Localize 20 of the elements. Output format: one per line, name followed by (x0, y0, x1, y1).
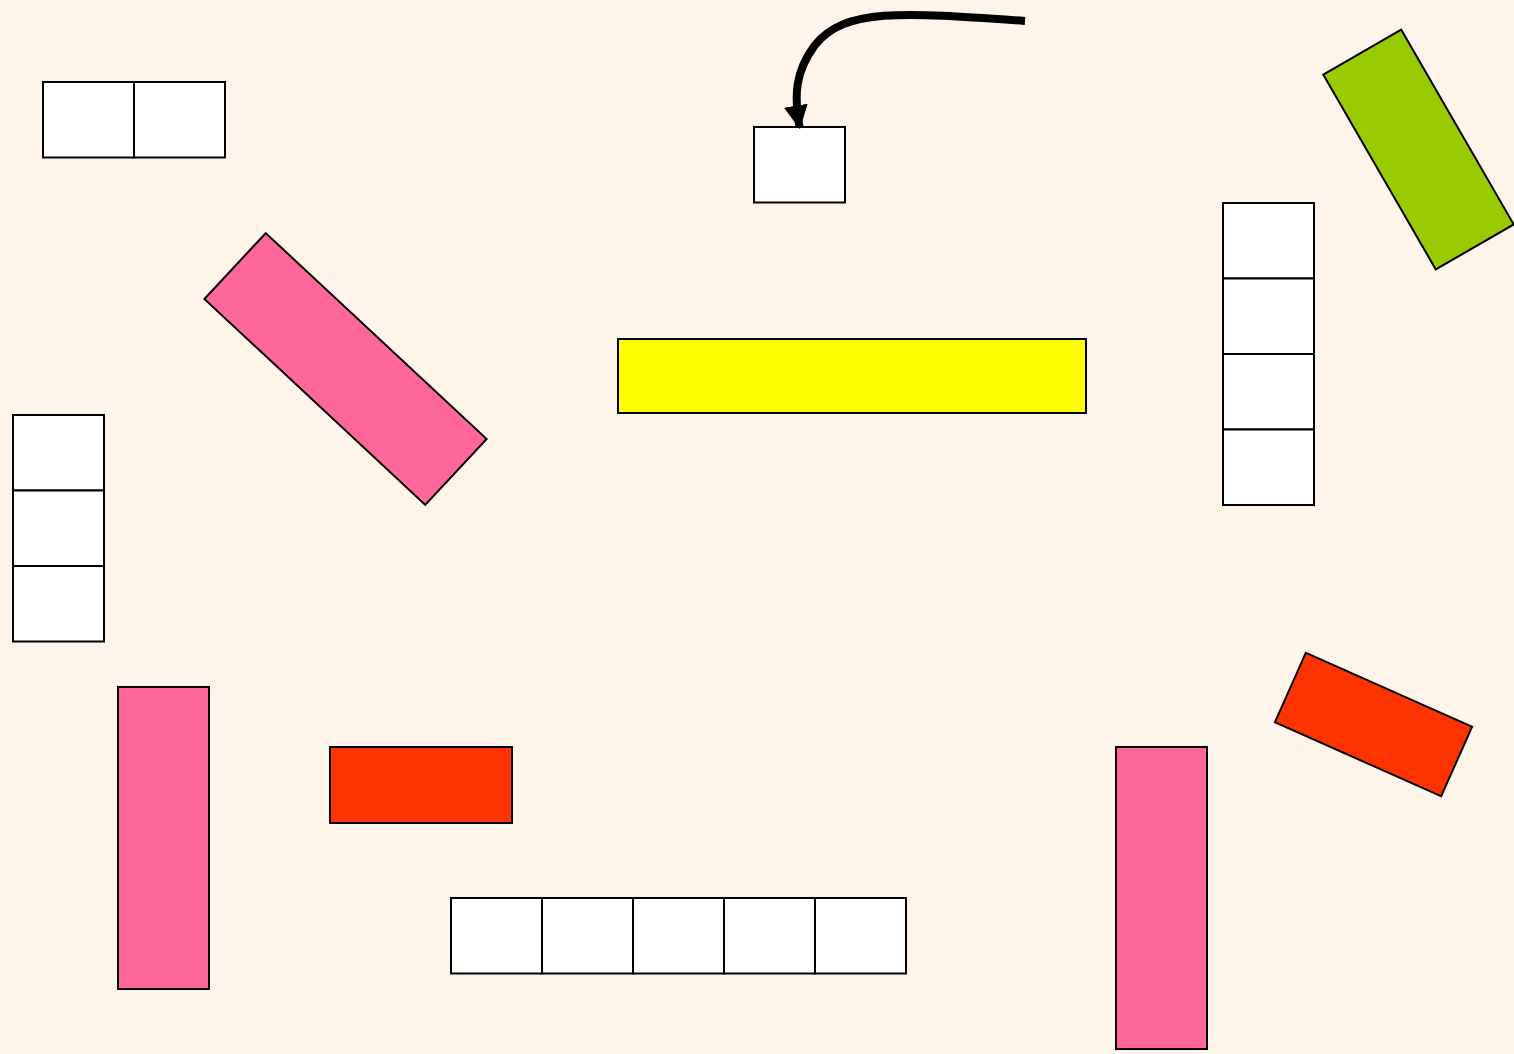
square-box (42, 81, 135, 159)
square-box (12, 489, 105, 567)
arrow (784, 10, 1026, 130)
rod-shape (117, 686, 210, 990)
square-box (541, 897, 634, 975)
square-box (133, 81, 226, 159)
square-box (1222, 428, 1315, 506)
square-box (12, 414, 105, 492)
square-box (1222, 277, 1315, 355)
square-box (753, 126, 846, 204)
rod-shape (617, 338, 1087, 414)
square-box (632, 897, 725, 975)
square-box (450, 897, 543, 975)
square-box (1222, 202, 1315, 280)
square-box (1222, 353, 1315, 431)
rod-shape (1115, 746, 1208, 1050)
square-box (814, 897, 907, 975)
square-box (12, 565, 105, 643)
square-box (723, 897, 816, 975)
rod-shape (329, 746, 513, 824)
